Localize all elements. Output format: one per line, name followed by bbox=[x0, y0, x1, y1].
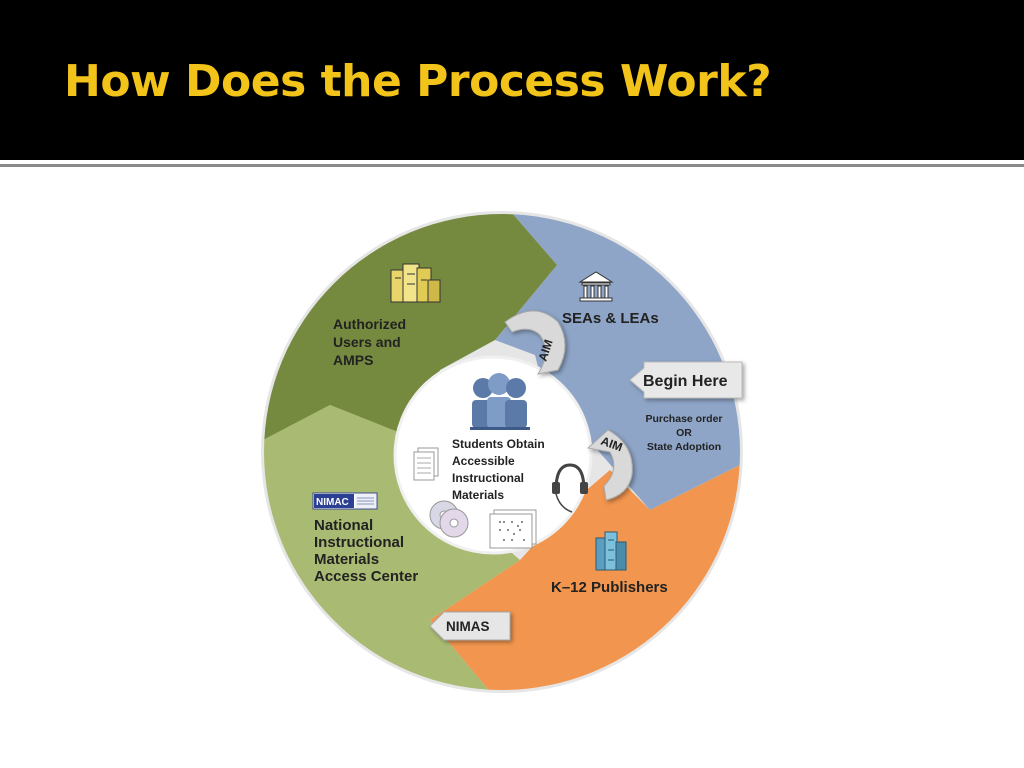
title-rule-shadow bbox=[0, 164, 1024, 167]
center-line-3: Instructional bbox=[452, 471, 524, 485]
title-bar: How Does the Process Work? bbox=[0, 0, 1024, 167]
note-line-1: Purchase order bbox=[645, 413, 722, 425]
students-group-icon bbox=[470, 373, 530, 430]
note-line-3: State Adoption bbox=[647, 441, 721, 453]
begin-here-callout bbox=[629, 361, 743, 399]
seas-label: SEAs & LEAs bbox=[562, 310, 659, 327]
discs-icon bbox=[429, 500, 469, 538]
center-line-1: Students Obtain bbox=[452, 437, 545, 451]
center-text: Students Obtain Accessible Instructional… bbox=[452, 437, 545, 502]
authorized-line-3: AMPS bbox=[333, 352, 373, 368]
nimas-arrow bbox=[429, 611, 511, 641]
authorized-line-2: Users and bbox=[333, 334, 401, 350]
nimac-logo-text: NIMAC bbox=[316, 497, 349, 508]
documents-icon bbox=[413, 447, 439, 481]
authorized-line-1: Authorized bbox=[333, 316, 406, 332]
nimac-logo bbox=[312, 492, 378, 510]
buildings-icon bbox=[390, 263, 441, 303]
begin-here-note: Purchase order OR State Adoption bbox=[645, 413, 722, 453]
nimac-line-1: National bbox=[314, 517, 373, 534]
nimac-label: National Instructional Materials Access … bbox=[314, 517, 418, 585]
authorized-label: Authorized Users and AMPS bbox=[333, 316, 406, 368]
aim-top-label: AIM bbox=[536, 338, 556, 363]
publishers-label: K–12 Publishers bbox=[551, 579, 668, 596]
aim-right-arrow bbox=[586, 429, 633, 501]
nimac-line-4: Access Center bbox=[314, 568, 418, 585]
slide-title: How Does the Process Work? bbox=[64, 56, 772, 107]
headphones-icon bbox=[552, 463, 588, 513]
braille-icon bbox=[489, 509, 537, 549]
center-line-2: Accessible bbox=[452, 454, 515, 468]
office-towers-icon bbox=[595, 531, 627, 571]
title-rule bbox=[0, 160, 1024, 164]
begin-here-label: Begin Here bbox=[643, 373, 728, 390]
nimas-label: NIMAS bbox=[446, 619, 490, 634]
nimac-line-2: Instructional bbox=[314, 534, 404, 551]
nimac-line-3: Materials bbox=[314, 551, 379, 568]
aim-top-arrow bbox=[504, 310, 566, 375]
government-building-icon bbox=[578, 271, 614, 302]
center-line-4: Materials bbox=[452, 488, 504, 502]
note-line-2: OR bbox=[676, 427, 692, 439]
